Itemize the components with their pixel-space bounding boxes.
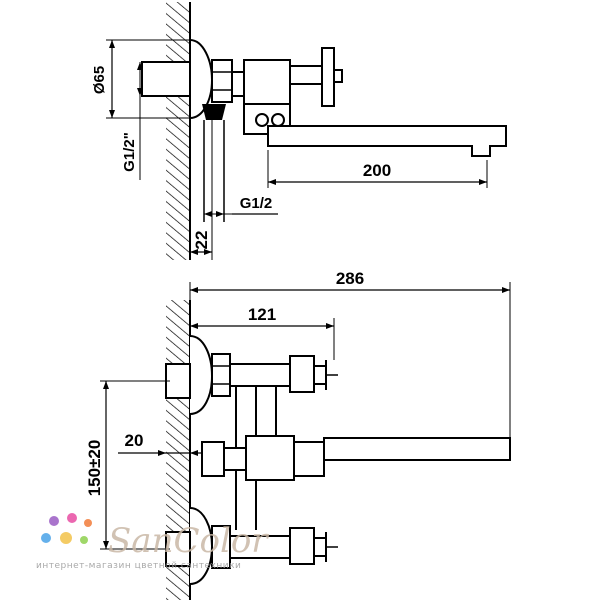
logo-dot-3 bbox=[84, 519, 92, 527]
dim-total-width: 286 bbox=[336, 269, 364, 288]
logo-dot-6 bbox=[80, 536, 88, 544]
eccentric-side bbox=[202, 104, 226, 120]
logo-dot-5 bbox=[60, 532, 72, 544]
dim-center-distance: 150±20 bbox=[85, 440, 104, 497]
dim-thread-vertical: G1/2" bbox=[121, 132, 138, 172]
handle-lower bbox=[289, 527, 315, 565]
nut-side bbox=[211, 59, 233, 103]
nut-upper bbox=[211, 353, 231, 397]
diverter-knob bbox=[201, 441, 225, 477]
handle-upper bbox=[289, 355, 315, 393]
rosette-upper bbox=[189, 335, 214, 415]
side-view: Ø65 G1/2" 200 G1/2 22 bbox=[91, 2, 507, 260]
dim-diameter: Ø65 bbox=[91, 66, 108, 94]
sancolor-logo: SanColor интернет-магазин цветной сантех… bbox=[36, 513, 269, 571]
dim-inlet-offset: 20 bbox=[125, 431, 144, 450]
logo-dot-2 bbox=[67, 513, 77, 523]
wall-hatch-top bbox=[166, 2, 190, 260]
front-view: 286 121 bbox=[85, 269, 511, 600]
logo-tagline: интернет-магазин цветной сантехники bbox=[36, 561, 241, 571]
connector-side bbox=[231, 71, 245, 97]
dim-body-width: 121 bbox=[248, 305, 276, 324]
logo-dot-4 bbox=[41, 533, 51, 543]
dim-thread-horizontal: G1/2 bbox=[240, 195, 273, 212]
handle-side bbox=[321, 47, 335, 107]
spout-front bbox=[323, 437, 511, 461]
logo-dot-1 bbox=[49, 516, 59, 526]
logo-brand: SanColor bbox=[108, 521, 269, 561]
body-side bbox=[243, 59, 291, 105]
dim-spout-length: 200 bbox=[363, 161, 391, 180]
body-front bbox=[245, 435, 295, 481]
dim-wall-offset: 22 bbox=[192, 231, 211, 250]
inlet-pipe-side bbox=[141, 61, 191, 97]
spout-side bbox=[267, 125, 507, 157]
